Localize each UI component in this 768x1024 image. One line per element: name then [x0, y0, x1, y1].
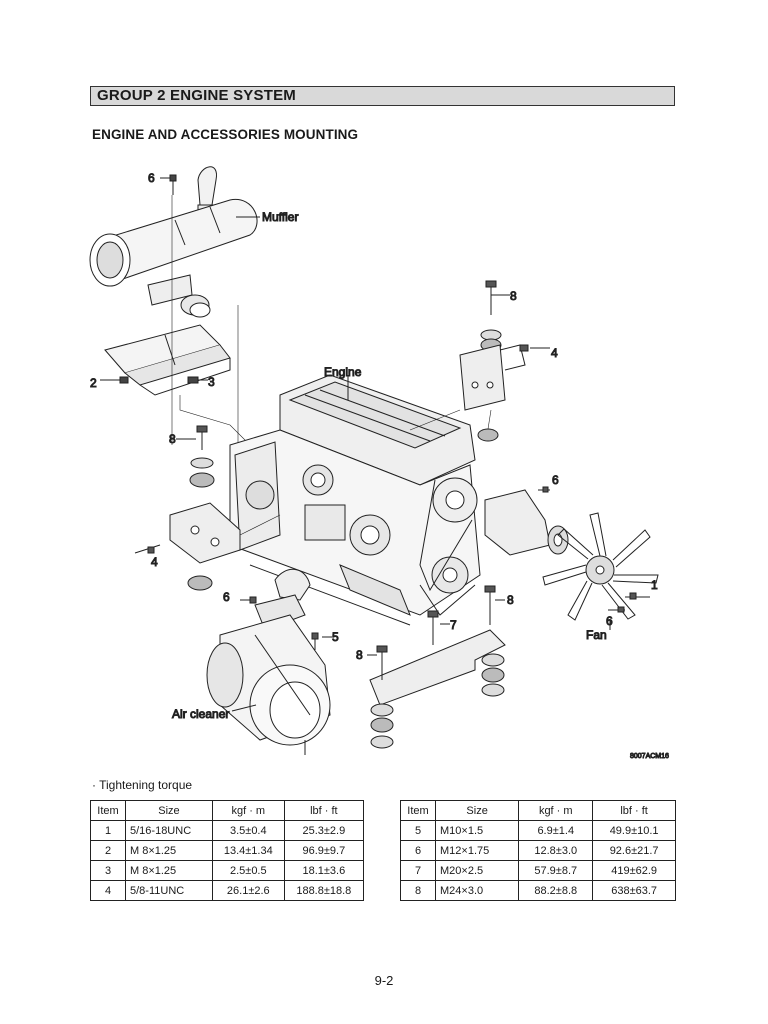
- cell-kgf: 88.2±8.8: [518, 880, 594, 901]
- cell-lbf: 188.8±18.8: [283, 880, 365, 901]
- cell-lbf: 18.1±3.6: [283, 860, 365, 881]
- callout-number: 6: [223, 590, 230, 604]
- table-row: 1 5/16-18UNC 3.5±0.4 25.3±2.9: [90, 820, 365, 841]
- engine-mounting-diagram: Muffler Engine Fan Air cleaner 8007ACM16…: [80, 145, 680, 765]
- cell-size: 5/16-18UNC: [125, 820, 213, 841]
- col-item: Item: [90, 800, 126, 821]
- callout-number: 7: [450, 618, 457, 632]
- cell-lbf: 96.9±9.7: [283, 840, 365, 861]
- cell-size: M20×2.5: [434, 860, 520, 881]
- callout-number: 6: [552, 473, 559, 487]
- cell-lbf: 419±62.9: [592, 860, 676, 881]
- table-row: 6 M12×1.75 12.8±3.0 92.6±21.7: [400, 840, 676, 861]
- callout-number: 8: [507, 593, 514, 607]
- fan-label: Fan: [586, 628, 607, 642]
- group-title: GROUP 2 ENGINE SYSTEM: [90, 86, 675, 106]
- cell-size: M24×3.0: [434, 880, 520, 901]
- callout-number: 8: [510, 289, 517, 303]
- cell-size: M10×1.5: [434, 820, 520, 841]
- cell-size: 5/8-11UNC: [125, 880, 213, 901]
- engine-label: Engine: [324, 365, 362, 379]
- cell-item: 7: [400, 860, 436, 881]
- cell-kgf: 3.5±0.4: [211, 820, 285, 841]
- callout-number: 8: [356, 648, 363, 662]
- muffler-part: [89, 166, 258, 318]
- callout-number: 1: [651, 578, 658, 592]
- callout-number: 2: [90, 376, 97, 390]
- table-header-row: Item Size kgf · m lbf · ft: [400, 800, 676, 821]
- front-left-mount: [134, 425, 241, 591]
- torque-table-left: Item Size kgf · m lbf · ft 1 5/16-18UNC …: [90, 800, 365, 901]
- cell-kgf: 12.8±3.0: [518, 840, 594, 861]
- cell-item: 2: [90, 840, 126, 861]
- callout-number: 6: [148, 171, 155, 185]
- col-lbf: lbf · ft: [592, 800, 676, 821]
- torque-title: · Tightening torque: [92, 778, 193, 792]
- cell-kgf: 26.1±2.6: [211, 880, 285, 901]
- engine-part: [229, 374, 481, 626]
- page-number: 9-2: [374, 973, 394, 988]
- cell-item: 3: [90, 860, 126, 881]
- cell-kgf: 6.9±1.4: [518, 820, 594, 841]
- air-cleaner-part: [206, 568, 331, 755]
- callout-number: 4: [551, 346, 558, 360]
- cell-kgf: 57.9±8.7: [518, 860, 594, 881]
- callout-number: 3: [208, 375, 215, 389]
- cell-kgf: 13.4±1.34: [211, 840, 285, 861]
- cell-lbf: 25.3±2.9: [283, 820, 365, 841]
- cell-lbf: 49.9±10.1: [592, 820, 676, 841]
- drawing-code: 8007ACM16: [630, 753, 669, 760]
- section-title: ENGINE AND ACCESSORIES MOUNTING: [92, 127, 359, 142]
- cell-item: 8: [400, 880, 436, 901]
- muffler-bracket: [104, 324, 231, 396]
- callout-number: 4: [151, 555, 158, 569]
- cell-lbf: 92.6±21.7: [592, 840, 676, 861]
- col-size: Size: [125, 800, 213, 821]
- col-lbf: lbf · ft: [283, 800, 365, 821]
- callout-number: 5: [332, 630, 339, 644]
- table-row: 8 M24×3.0 88.2±8.8 638±63.7: [400, 880, 676, 901]
- table-row: 5 M10×1.5 6.9±1.4 49.9±10.1: [400, 820, 676, 841]
- table-row: 2 M 8×1.25 13.4±1.34 96.9±9.7: [90, 840, 365, 861]
- cell-item: 6: [400, 840, 436, 861]
- front-bracket: [369, 585, 506, 749]
- table-row: 4 5/8-11UNC 26.1±2.6 188.8±18.8: [90, 880, 365, 901]
- rear-right-mount: [459, 280, 550, 442]
- cell-size: M12×1.75: [434, 840, 520, 861]
- callout-number: 6: [606, 614, 613, 628]
- cell-size: M 8×1.25: [125, 840, 213, 861]
- cell-item: 1: [90, 820, 126, 841]
- col-item: Item: [400, 800, 436, 821]
- cell-kgf: 2.5±0.5: [211, 860, 285, 881]
- col-kgf: kgf · m: [518, 800, 594, 821]
- pump-part: [484, 486, 569, 556]
- table-row: 7 M20×2.5 57.9±8.7 419±62.9: [400, 860, 676, 881]
- col-kgf: kgf · m: [211, 800, 285, 821]
- table-row: 3 M 8×1.25 2.5±0.5 18.1±3.6: [90, 860, 365, 881]
- cell-item: 5: [400, 820, 436, 841]
- cell-size: M 8×1.25: [125, 860, 213, 881]
- table-header-row: Item Size kgf · m lbf · ft: [90, 800, 365, 821]
- muffler-label: Muffler: [262, 210, 298, 224]
- fan-part: [542, 512, 659, 621]
- torque-table-right: Item Size kgf · m lbf · ft 5 M10×1.5 6.9…: [400, 800, 676, 901]
- cell-item: 4: [90, 880, 126, 901]
- cell-lbf: 638±63.7: [592, 880, 676, 901]
- air-cleaner-label: Air cleaner: [172, 707, 229, 721]
- callout-number: 8: [169, 432, 176, 446]
- col-size: Size: [434, 800, 520, 821]
